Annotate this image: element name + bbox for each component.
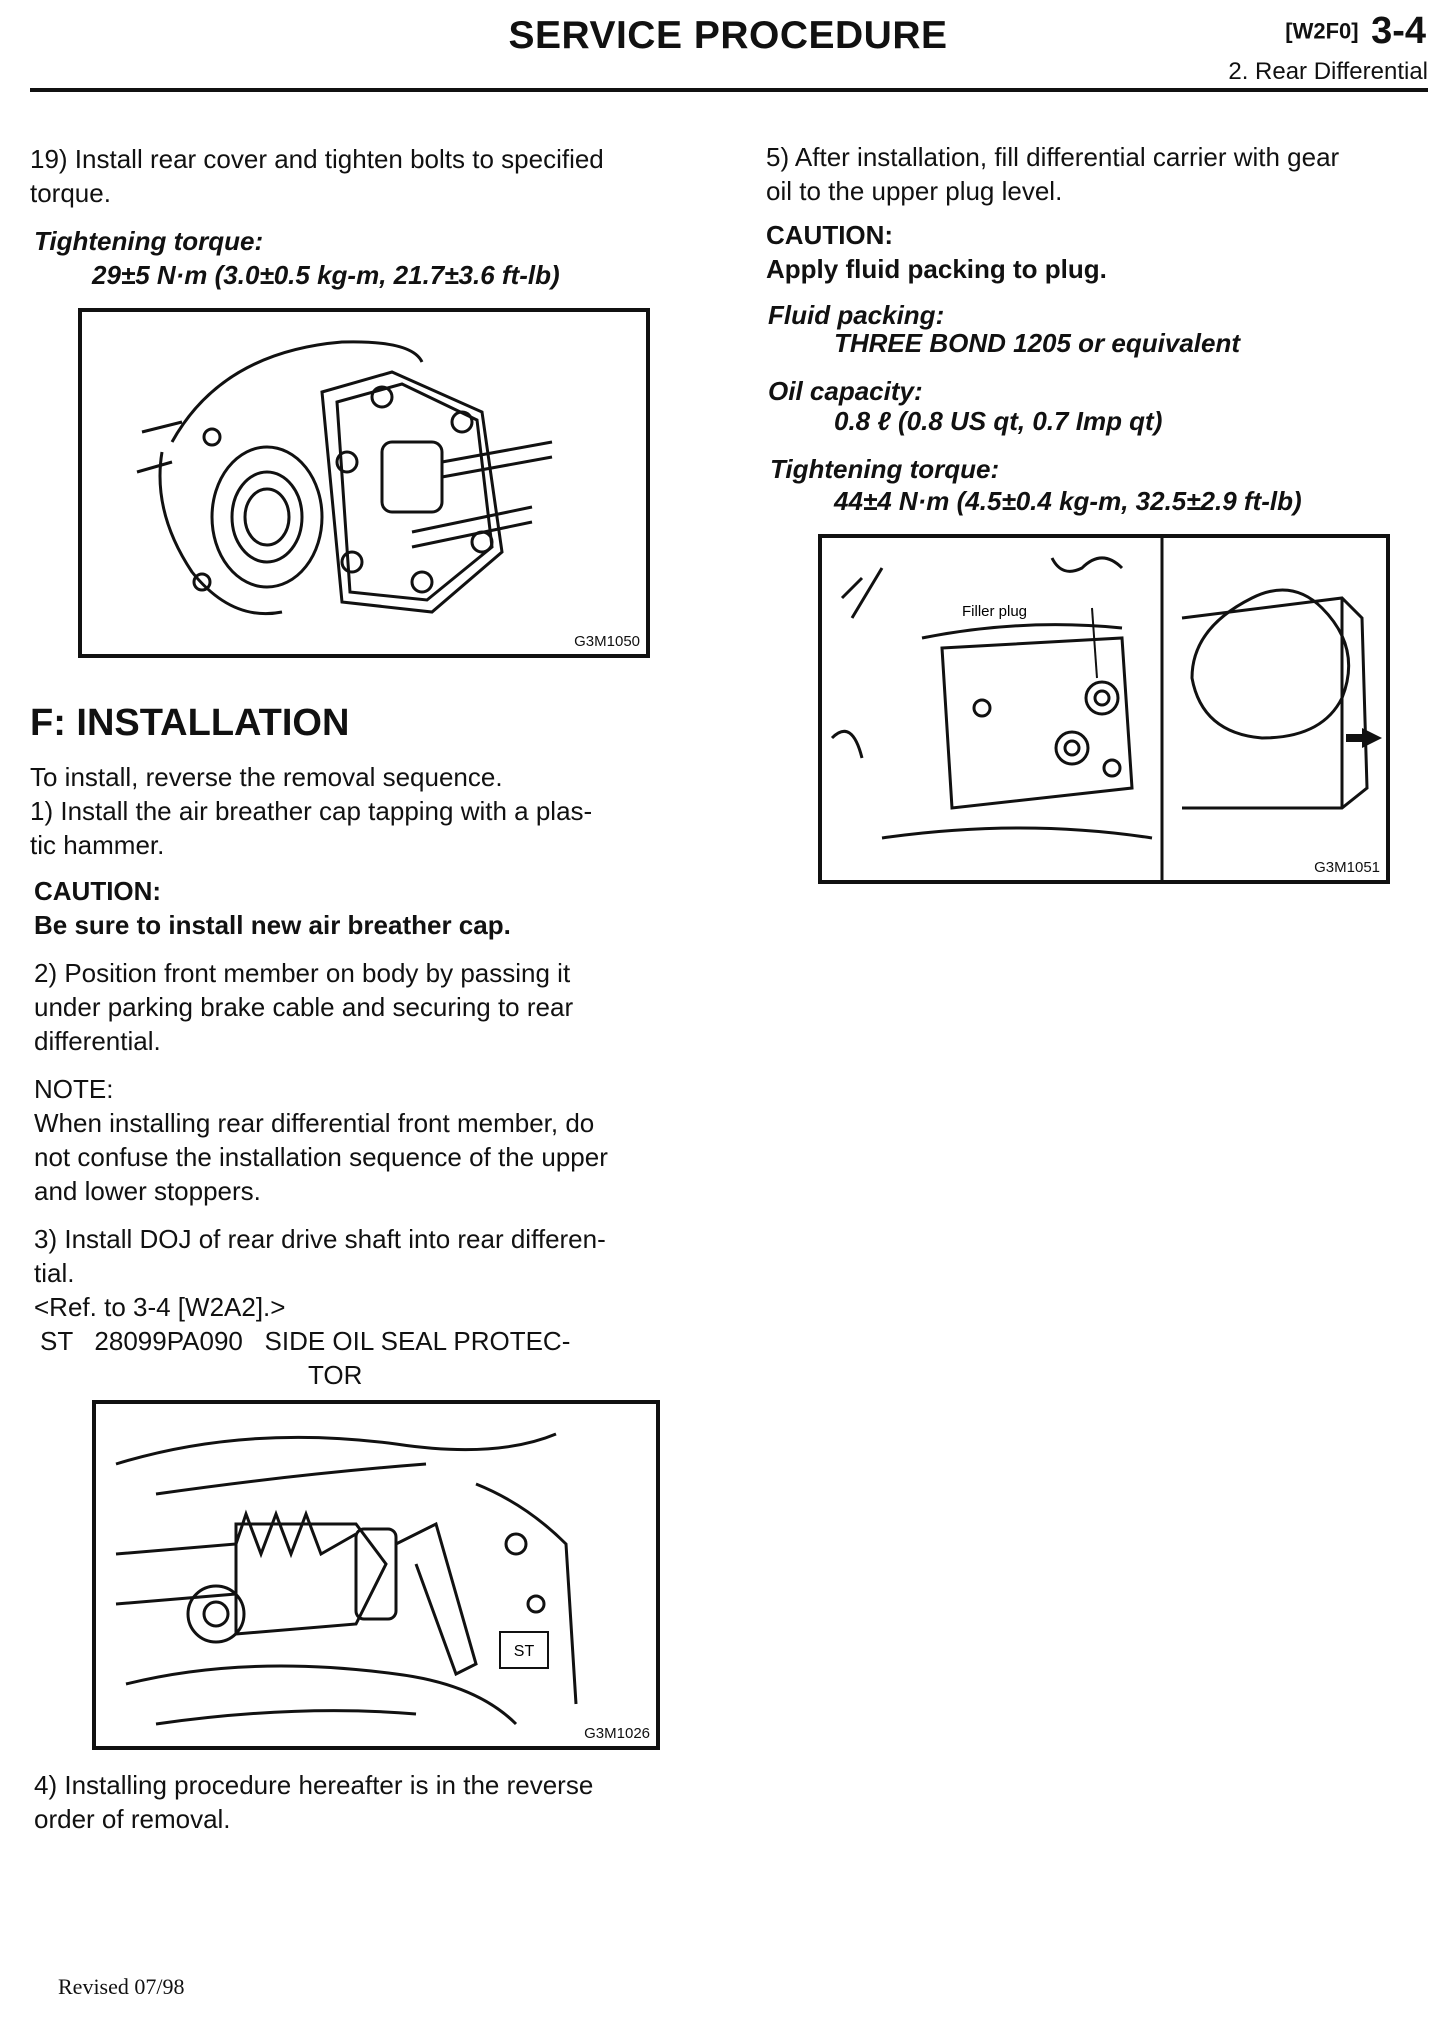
caution-text-left: Be sure to install new air breather cap. bbox=[34, 910, 511, 940]
page-title: SERVICE PROCEDURE bbox=[508, 14, 948, 57]
figure-code-1: G3M1050 bbox=[574, 633, 640, 650]
header-code-block: [W2F0] 3-4 bbox=[1285, 10, 1426, 53]
step-1-line1: 1) Install the air breather cap tapping … bbox=[30, 796, 593, 826]
figure-doj-install: ST G3M1026 bbox=[92, 1400, 660, 1750]
special-tool-line2: TOR bbox=[308, 1360, 363, 1390]
figure-code-3: G3M1051 bbox=[1314, 859, 1380, 876]
step-4-line2: order of removal. bbox=[34, 1804, 231, 1834]
page-number: 3-4 bbox=[1371, 10, 1426, 52]
step-2-line1: 2) Position front member on body by pass… bbox=[34, 958, 571, 988]
step-3-line1: 3) Install DOJ of rear drive shaft into … bbox=[34, 1224, 606, 1254]
filler-plug-illustration: Filler plug bbox=[830, 538, 1382, 880]
note-line2: not confuse the installation sequence of… bbox=[34, 1142, 608, 1172]
torque-label-left: Tightening torque: bbox=[34, 226, 264, 256]
fluid-packing-value: THREE BOND 1205 or equivalent bbox=[834, 328, 1240, 358]
oil-capacity-label: Oil capacity: bbox=[768, 376, 923, 406]
step-5-line1: 5) After installation, fill differential… bbox=[766, 142, 1340, 172]
section-code: [W2F0] bbox=[1285, 18, 1359, 44]
header-divider bbox=[30, 88, 1428, 92]
step-5-line2: oil to the upper plug level. bbox=[766, 176, 1063, 206]
torque-label-right: Tightening torque: bbox=[770, 454, 1000, 484]
section-subtitle: 2. Rear Differential bbox=[1228, 58, 1428, 85]
figure-code-2: G3M1026 bbox=[584, 1725, 650, 1742]
step-19-line1: 19) Install rear cover and tighten bolts… bbox=[30, 144, 604, 174]
step-4-line1: 4) Installing procedure hereafter is in … bbox=[34, 1770, 594, 1800]
step-2-line2: under parking brake cable and securing t… bbox=[34, 992, 574, 1022]
note-line3: and lower stoppers. bbox=[34, 1176, 261, 1206]
step-1-line2: tic hammer. bbox=[30, 830, 165, 860]
fluid-packing-label: Fluid packing: bbox=[768, 300, 945, 330]
filler-plug-label: Filler plug bbox=[962, 603, 1027, 620]
note-label: NOTE: bbox=[34, 1074, 114, 1104]
torque-value-left: 29±5 N·m (3.0±0.5 kg-m, 21.7±3.6 ft-lb) bbox=[92, 260, 560, 290]
caution-label-left: CAUTION: bbox=[34, 876, 162, 906]
oil-capacity-value: 0.8 ℓ (0.8 US qt, 0.7 Imp qt) bbox=[834, 406, 1163, 436]
step-19-line2: torque. bbox=[30, 178, 111, 208]
step-3-line2: tial. bbox=[34, 1258, 75, 1288]
caution-label-right: CAUTION: bbox=[766, 220, 894, 250]
torque-value-right: 44±4 N·m (4.5±0.4 kg-m, 32.5±2.9 ft-lb) bbox=[834, 486, 1302, 516]
installation-heading: F: INSTALLATION bbox=[30, 702, 350, 744]
fig2-st-label: ST bbox=[514, 1643, 535, 1660]
install-intro: To install, reverse the removal sequence… bbox=[30, 762, 503, 792]
reference: <Ref. to 3-4 [W2A2].> bbox=[34, 1292, 286, 1322]
rear-cover-illustration bbox=[136, 340, 553, 616]
note-line1: When installing rear differential front … bbox=[34, 1108, 595, 1138]
figure-rear-cover: G3M1050 bbox=[78, 308, 650, 658]
figure-filler-plug: Filler plug G3M1051 bbox=[818, 534, 1390, 884]
revision-date: Revised 07/98 bbox=[58, 1974, 185, 1999]
doj-illustration: ST bbox=[115, 1432, 578, 1726]
special-tool-line1: ST 28099PA090 SIDE OIL SEAL PROTEC- bbox=[40, 1326, 571, 1356]
step-2-line3: differential. bbox=[34, 1026, 161, 1056]
arrow-icon bbox=[1346, 728, 1382, 748]
caution-text-right: Apply fluid packing to plug. bbox=[766, 254, 1107, 284]
